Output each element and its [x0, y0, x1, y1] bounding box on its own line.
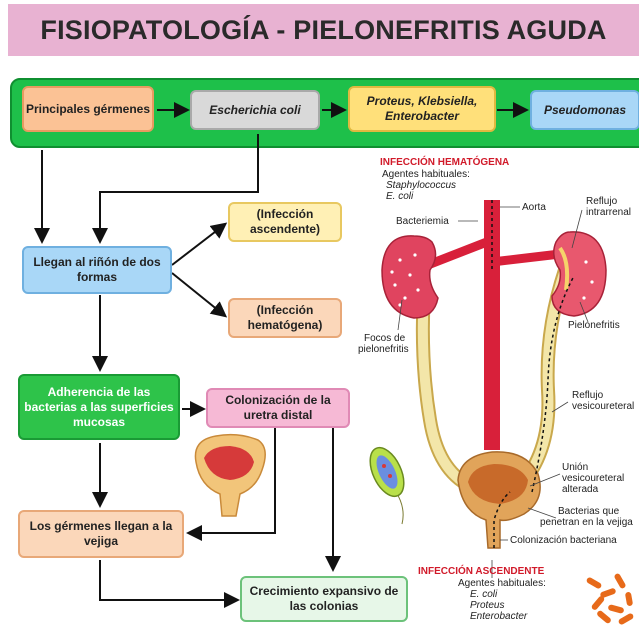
union-3: alterada: [562, 484, 598, 495]
left-kidney-icon: [382, 236, 438, 318]
bacterias-2: penetran en la vejiga: [540, 517, 633, 528]
asc-agent-2: Proteus: [470, 600, 504, 611]
union-2: vesicoureteral: [562, 473, 624, 484]
hem-agent-1: Staphylococcus: [386, 180, 456, 191]
hem-agents-label: Agentes habituales:: [382, 169, 470, 180]
focos-2: pielonefritis: [358, 344, 409, 355]
bladder-main-icon: [458, 452, 540, 548]
aorta-label: Aorta: [522, 202, 546, 213]
hematogenous-title: INFECCIÓN HEMATÓGENA: [380, 157, 509, 168]
bacteriemia-label: Bacteriemia: [396, 216, 449, 227]
ascending-title: INFECCIÓN ASCENDENTE: [418, 566, 544, 577]
reflujo-intrarrenal-2: intrarrenal: [586, 207, 631, 218]
focos-1: Focos de: [364, 333, 405, 344]
right-kidney-icon: [552, 232, 606, 316]
bacterias-1: Bacterias que: [558, 506, 619, 517]
reflujo-intrarrenal-1: Reflujo: [586, 196, 617, 207]
colonizacion-bacteriana-label: Colonización bacteriana: [510, 535, 617, 546]
reflujo-vu-2: vesicoureteral: [572, 401, 634, 412]
reflujo-vu-1: Reflujo: [572, 390, 603, 401]
asc-agents-label: Agentes habituales:: [458, 578, 546, 589]
asc-agent-1: E. coli: [470, 589, 497, 600]
hem-agent-2: E. coli: [386, 191, 413, 202]
union-1: Unión: [562, 462, 588, 473]
asc-agent-3: Enterobacter: [470, 611, 527, 622]
pielonefritis-label: Pielonefritis: [568, 320, 620, 331]
